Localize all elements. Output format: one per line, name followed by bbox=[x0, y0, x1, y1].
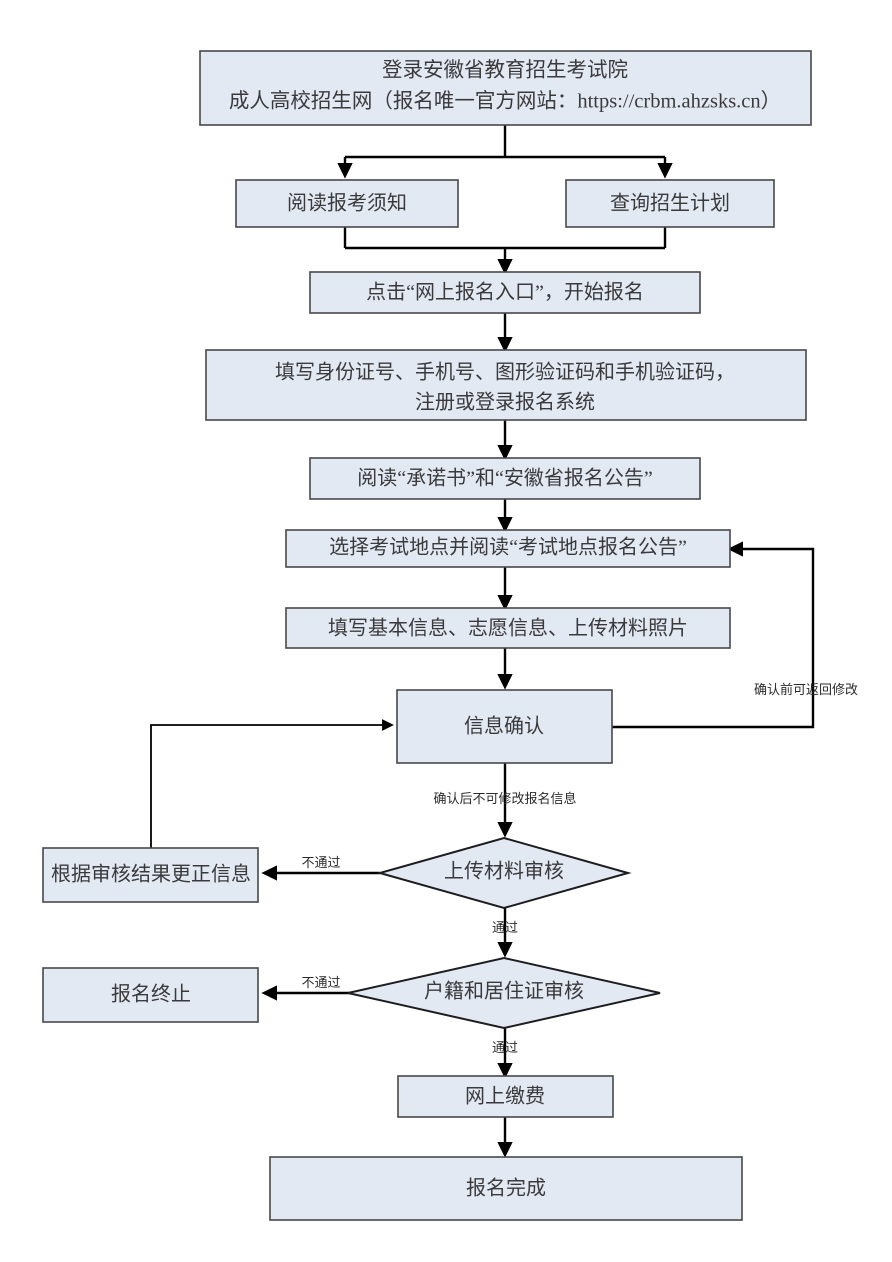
edge-label-residence-fail: 不通过 bbox=[301, 975, 340, 990]
node-read-commitment-shape bbox=[309, 457, 701, 500]
node-registration-terminated-shape bbox=[42, 967, 259, 1023]
node-registration-complete-shape bbox=[269, 1156, 743, 1221]
node-read-commitment[interactable]: 阅读“承诺书”和“安徽省报名公告” bbox=[309, 457, 701, 500]
node-login-label-line2: 成人高校招生网（报名唯一官方网站：https://crbm.ahzsks.cn） bbox=[229, 90, 781, 113]
edge-label-no-edit-after-confirm: 确认后不可修改报名信息 bbox=[433, 791, 576, 806]
node-material-review-shape bbox=[376, 836, 632, 910]
node-fill-identity-shape bbox=[205, 349, 807, 421]
node-read-commitment-label: 阅读“承诺书”和“安徽省报名公告” bbox=[357, 467, 653, 490]
node-login-label-line1: 登录安徽省教育招生考试院 bbox=[382, 59, 628, 82]
node-correct-info-label: 根据审核结果更正信息 bbox=[51, 863, 251, 886]
node-online-payment-label: 网上缴费 bbox=[465, 1085, 545, 1108]
node-fill-identity-label-line1: 填写身份证号、手机号、图形验证码和手机验证码， bbox=[275, 361, 735, 384]
node-query-plan-label: 查询招生计划 bbox=[610, 192, 730, 215]
node-fill-basic-info[interactable]: 填写基本信息、志愿信息、上传材料照片 bbox=[285, 607, 731, 649]
node-correct-info[interactable]: 根据审核结果更正信息 bbox=[42, 847, 259, 903]
node-fill-basic-info-label: 填写基本信息、志愿信息、上传材料照片 bbox=[328, 617, 688, 640]
node-material-review-label: 上传材料审核 bbox=[444, 860, 564, 883]
node-select-exam-site-shape bbox=[285, 529, 731, 568]
edge-label-material-pass: 通过 bbox=[492, 920, 518, 935]
edge-confirm-back-to-select-site bbox=[612, 541, 815, 729]
node-residence-review[interactable]: 户籍和居住证审核 bbox=[347, 956, 661, 1030]
node-fill-identity-label-line2: 注册或登录报名系统 bbox=[415, 391, 595, 414]
node-select-exam-site-label: 选择考试地点并阅读“考试地点报名公告” bbox=[329, 536, 687, 559]
node-login-shape bbox=[199, 50, 812, 126]
node-registration-terminated[interactable]: 报名终止 bbox=[42, 967, 259, 1023]
node-registration-terminated-label: 报名终止 bbox=[111, 983, 191, 1006]
node-confirm-info[interactable]: 信息确认 bbox=[396, 689, 613, 764]
node-online-payment-shape bbox=[397, 1075, 614, 1118]
node-residence-review-shape bbox=[347, 956, 661, 1030]
edge-label-material-fail: 不通过 bbox=[301, 855, 340, 870]
node-select-exam-site[interactable]: 选择考试地点并阅读“考试地点报名公告” bbox=[285, 529, 731, 568]
node-read-notice-shape bbox=[235, 179, 459, 228]
node-residence-review-label: 户籍和居住证审核 bbox=[424, 980, 584, 1003]
edge-correct-back-to-confirm bbox=[150, 719, 394, 848]
node-read-notice-label: 阅读报考须知 bbox=[287, 192, 407, 215]
node-login[interactable]: 登录安徽省教育招生考试院 成人高校招生网（报名唯一官方网站：https://cr… bbox=[199, 50, 812, 126]
node-query-plan[interactable]: 查询招生计划 bbox=[565, 179, 775, 228]
node-registration-complete[interactable]: 报名完成 bbox=[269, 1156, 743, 1221]
node-confirm-info-label: 信息确认 bbox=[464, 715, 544, 738]
node-query-plan-shape bbox=[565, 179, 775, 228]
node-click-entry-shape bbox=[309, 271, 701, 314]
edge-label-residence-pass: 通过 bbox=[492, 1040, 518, 1055]
node-correct-info-shape bbox=[42, 847, 259, 903]
node-read-notice[interactable]: 阅读报考须知 bbox=[235, 179, 459, 228]
node-fill-basic-info-shape bbox=[285, 607, 731, 649]
node-confirm-info-shape bbox=[396, 689, 613, 764]
node-click-entry[interactable]: 点击“网上报名入口”，开始报名 bbox=[309, 271, 701, 314]
node-registration-complete-label: 报名完成 bbox=[466, 1177, 546, 1200]
edge-label-return-before-confirm: 确认前可返回修改 bbox=[754, 682, 858, 697]
node-click-entry-label: 点击“网上报名入口”，开始报名 bbox=[366, 281, 644, 304]
node-material-review[interactable]: 上传材料审核 bbox=[376, 836, 632, 910]
node-fill-identity[interactable]: 填写身份证号、手机号、图形验证码和手机验证码， 注册或登录报名系统 bbox=[205, 349, 807, 421]
node-online-payment[interactable]: 网上缴费 bbox=[397, 1075, 614, 1118]
